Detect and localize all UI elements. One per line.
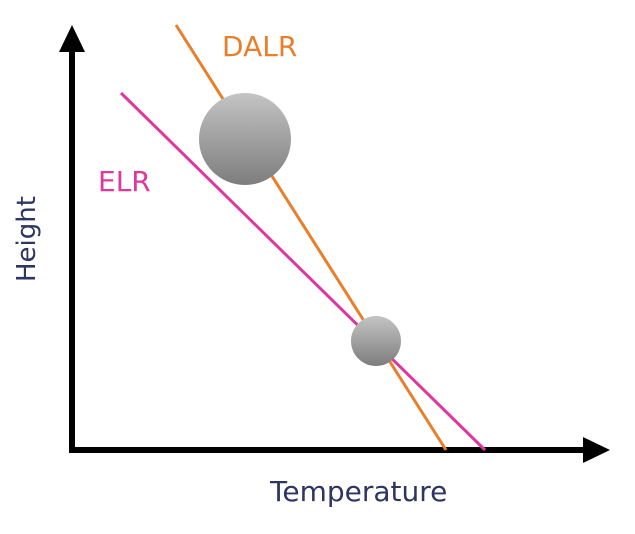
upper-parcel [199,93,291,185]
x-axis-label: Temperature [270,475,448,508]
x-axis-arrowhead [583,437,610,463]
y-axis-label: Height [12,196,42,282]
elr-label: ELR [98,165,151,198]
dalr-label: DALR [222,30,298,63]
dalr-line [174,24,448,451]
lower-parcel [351,316,401,366]
elr-line [119,91,487,452]
y-axis-arrowhead [59,25,85,52]
